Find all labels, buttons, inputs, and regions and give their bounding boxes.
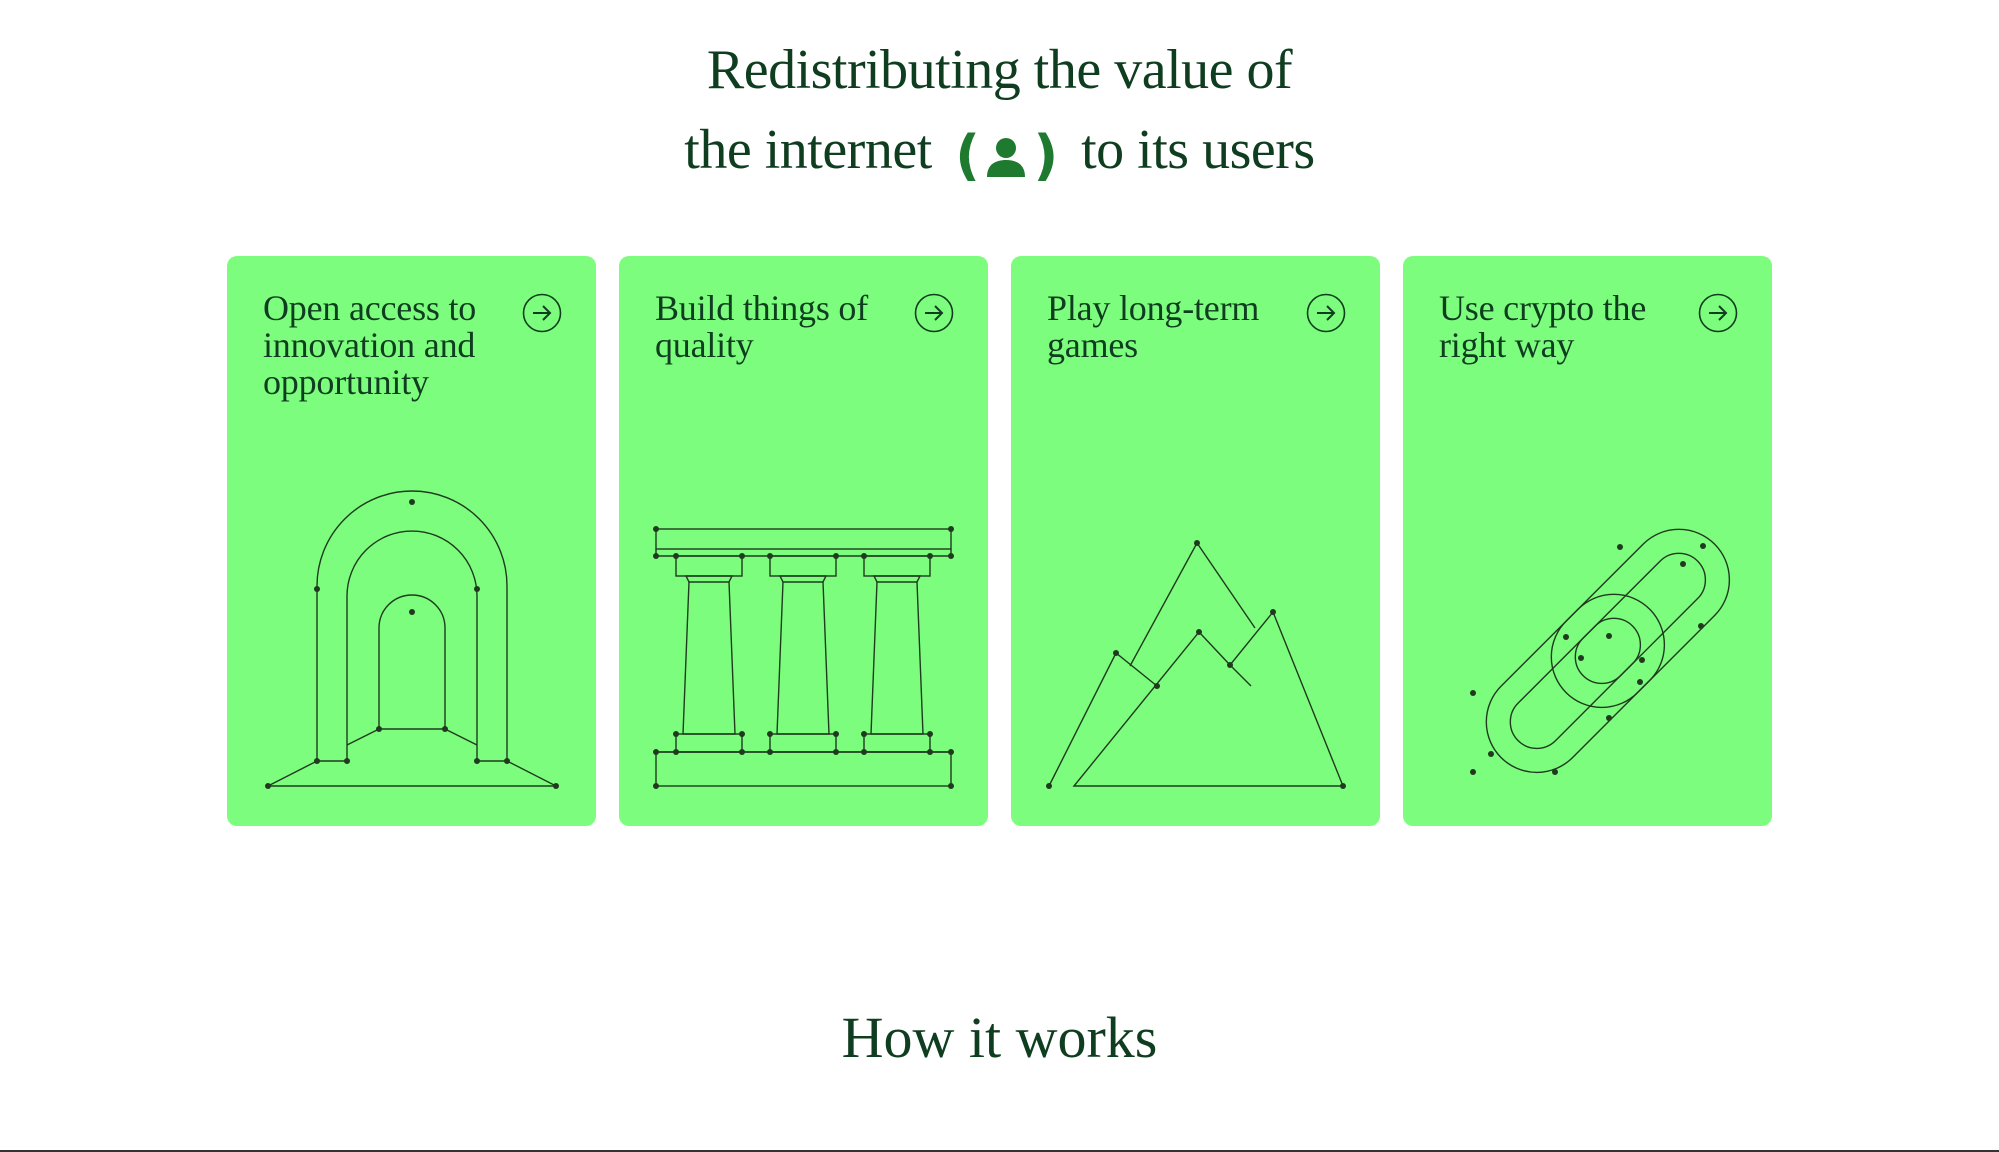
card-title: Build things of quality xyxy=(655,288,869,365)
columns-icon xyxy=(653,526,954,789)
arrow-right-icon[interactable] xyxy=(914,293,954,333)
card-title: Open access to innovation and opportunit… xyxy=(263,288,477,402)
hero-line-1: Redistributing the value of xyxy=(706,39,1293,101)
hero-line-2-after: to its users xyxy=(1081,119,1315,181)
arrow-right-icon[interactable] xyxy=(522,293,562,333)
card-build-quality[interactable]: Build things of quality xyxy=(619,256,988,826)
card-title: Use crypto the right way xyxy=(1439,288,1647,365)
mountain-icon xyxy=(1046,540,1346,789)
badge-close-paren: ) xyxy=(1033,124,1058,187)
arrow-right-icon[interactable] xyxy=(1306,293,1346,333)
user-icon xyxy=(987,138,1026,177)
hero: Redistributing the value of the internet… xyxy=(0,30,1999,190)
badge-open-paren: ( xyxy=(955,124,980,187)
arch-icon xyxy=(265,490,559,789)
bottom-divider xyxy=(0,1150,1999,1152)
hero-line-2: the internet ( ) to its users xyxy=(0,110,1999,190)
value-cards: Open access to innovation and opportunit… xyxy=(227,256,1775,826)
user-badge: ( ) xyxy=(955,124,1058,187)
arrow-right-icon[interactable] xyxy=(1698,293,1738,333)
hero-line-2-before: the internet xyxy=(684,119,932,181)
card-long-term-games[interactable]: Play long-term games xyxy=(1011,256,1380,826)
chain-link-icon xyxy=(1470,528,1731,775)
card-crypto-right-way[interactable]: Use crypto the right way xyxy=(1403,256,1772,826)
section-title-how-it-works: How it works xyxy=(841,1005,1158,1070)
card-open-access[interactable]: Open access to innovation and opportunit… xyxy=(227,256,596,826)
card-title: Play long-term games xyxy=(1047,288,1260,365)
